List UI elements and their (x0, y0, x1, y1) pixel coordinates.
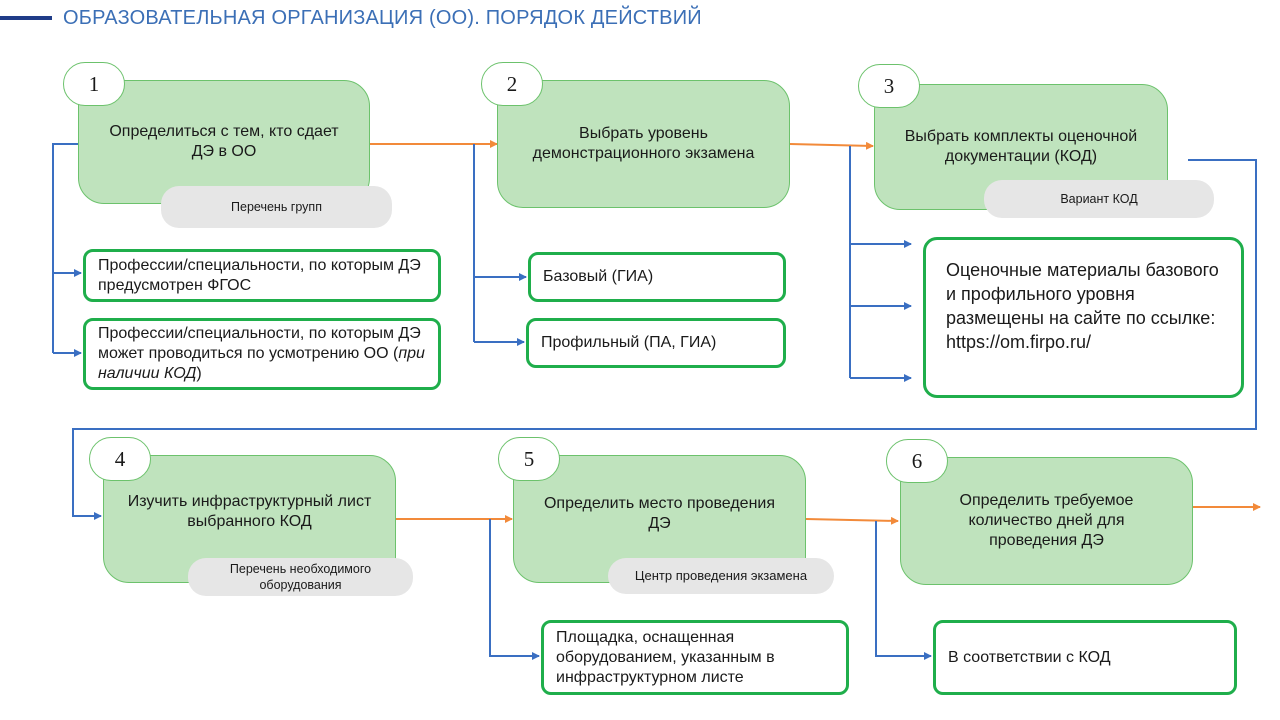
step-2-number: 2 (481, 62, 543, 106)
title-accent-bar (0, 16, 52, 20)
step-6-option-1: В соответствии с КОД (933, 620, 1237, 695)
branch-line-step6 (875, 521, 932, 660)
step-1-option-1: Профессии/специальности, по которым ДЭ п… (83, 249, 441, 302)
option-text: Профессии/специальности, по которым ДЭ п… (98, 256, 421, 294)
page-title: ОБРАЗОВАТЕЛЬНАЯ ОРГАНИЗАЦИЯ (ОО). ПОРЯДО… (63, 7, 702, 29)
step-2-box: Выбрать уровень демонстрационного экзаме… (497, 80, 790, 208)
row-link-3-to-4 (72, 159, 1257, 520)
step-5-number: 5 (498, 437, 560, 481)
flow-arrow-5-6 (805, 516, 899, 525)
option-text: Профессии/специальности, по которым ДЭ м… (98, 325, 425, 382)
step-5-label: Определить место проведения ДЭ (543, 495, 776, 532)
option-text: Профильный (ПА, ГИА) (541, 334, 717, 351)
step-4-box: Изучить инфраструктурный лист выбранного… (103, 455, 396, 583)
step-3-label: Выбрать комплекты оценочной документации… (904, 128, 1138, 165)
option-text: Базовый (ГИА) (543, 268, 654, 285)
step-3-option-1: Оценочные материалы базового и профильно… (923, 237, 1244, 398)
step-4-label: Изучить инфраструктурный лист выбранного… (127, 493, 372, 530)
option-text: Оценочные материалы базового и профильно… (946, 260, 1219, 352)
step-5-option-1: Площадка, оснащенная оборудованием, указ… (541, 620, 849, 695)
step-5-tag: Центр проведения экзамена (608, 558, 834, 594)
step-1-box: Определиться с тем, кто сдает ДЭ в ОО (78, 80, 370, 204)
flow-arrow-2-3 (789, 141, 874, 150)
branch-line-step1 (52, 143, 78, 353)
step-3-number: 3 (858, 64, 920, 108)
step-4-tag: Перечень необходимого оборудования (188, 558, 413, 596)
step-4-number: 4 (89, 437, 151, 481)
option-italic-note: при наличии КОД (98, 345, 425, 382)
step-1-option-2: Профессии/специальности, по которым ДЭ м… (83, 318, 441, 390)
step-1-number: 1 (63, 62, 125, 106)
step-3-tag: Вариант КОД (984, 180, 1214, 218)
step-2-option-2: Профильный (ПА, ГИА) (526, 318, 786, 368)
step-2-option-1: Базовый (ГИА) (528, 252, 786, 302)
branch-line-step5 (489, 519, 540, 660)
option-text: Площадка, оснащенная оборудованием, указ… (556, 628, 775, 686)
step-1-label: Определиться с тем, кто сдает ДЭ в ОО (109, 123, 339, 160)
step-2-label: Выбрать уровень демонстрационного экзаме… (532, 125, 755, 162)
step-6-label: Определить требуемое количество дней для… (959, 492, 1134, 549)
step-6-box: Определить требуемое количество дней для… (900, 457, 1193, 585)
step-6-number: 6 (886, 439, 948, 483)
step-1-tag: Перечень групп (161, 186, 392, 228)
option-text: В соответствии с КОД (948, 648, 1111, 666)
